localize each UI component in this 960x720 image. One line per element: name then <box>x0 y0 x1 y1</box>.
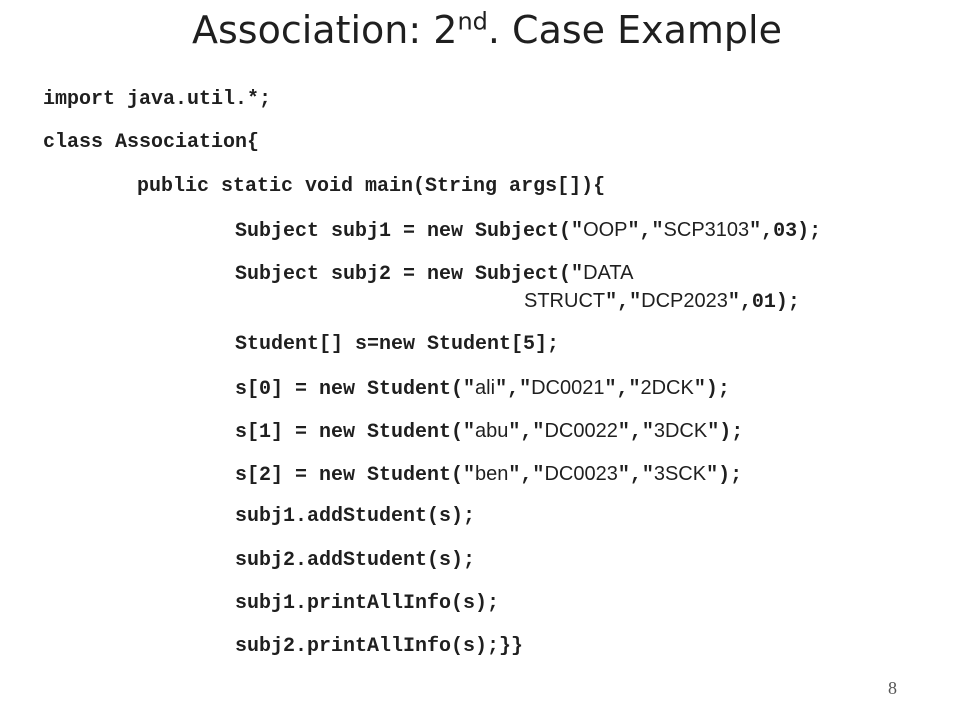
code-line: import java.util.*; <box>43 88 272 111</box>
title-superscript: nd <box>457 7 488 36</box>
code-line: s[1] = new Student("abu","DC0022","3DCK"… <box>235 420 744 444</box>
code-line: subj2.addStudent(s); <box>235 549 476 572</box>
code-line: Student[] s=new Student[5]; <box>235 333 560 356</box>
code-line: Subject subj2 = new Subject("DATA <box>235 262 634 286</box>
title-suffix: . Case Example <box>487 8 782 52</box>
code-line: s[2] = new Student("ben","DC0023","3SCK"… <box>235 463 743 487</box>
title-prefix: Association: 2 <box>192 8 458 52</box>
code-line: subj1.printAllInfo(s); <box>235 592 500 615</box>
code-line: subj1.addStudent(s); <box>235 505 476 528</box>
code-line: class Association{ <box>43 131 260 154</box>
slide-title: Association: 2nd. Case Example <box>0 8 960 52</box>
code-line: STRUCT","DCP2023",01); <box>524 290 800 314</box>
code-line: s[0] = new Student("ali","DC0021","2DCK"… <box>235 377 730 401</box>
code-line: public static void main(String args[]){ <box>137 175 606 198</box>
code-line: Subject subj1 = new Subject("OOP","SCP31… <box>235 219 822 243</box>
code-line: subj2.printAllInfo(s);}} <box>235 635 524 658</box>
page-number: 8 <box>888 678 897 698</box>
